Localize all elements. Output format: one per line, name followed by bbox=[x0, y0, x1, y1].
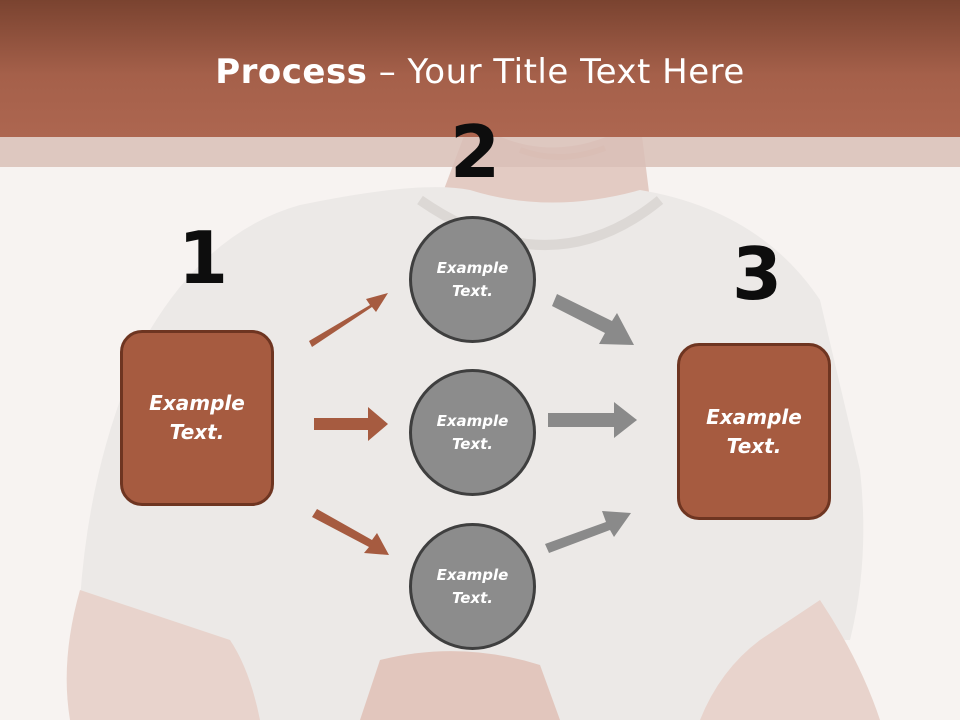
title-bar bbox=[0, 0, 960, 137]
circle-middle-line2: Text. bbox=[451, 434, 493, 453]
title-strip bbox=[0, 137, 960, 167]
circle-bottom: Example Text. bbox=[409, 523, 536, 650]
title-bold: Process bbox=[215, 52, 368, 92]
circle-top-line2: Text. bbox=[451, 281, 493, 300]
right-box-line2: Text. bbox=[726, 433, 782, 458]
step-number-2: 2 bbox=[450, 110, 501, 194]
right-box-line1: Example bbox=[706, 404, 802, 429]
step-number-3: 3 bbox=[732, 232, 783, 316]
circle-top-line1: Example bbox=[436, 258, 509, 277]
circle-middle-line1: Example bbox=[436, 411, 509, 430]
left-box: Example Text. bbox=[120, 330, 274, 506]
left-box-line2: Text. bbox=[169, 420, 225, 444]
circle-bottom-line1: Example bbox=[436, 565, 509, 584]
title-rest: – Your Title Text Here bbox=[367, 52, 745, 92]
step-number-1: 1 bbox=[178, 216, 229, 300]
left-box-line1: Example bbox=[149, 391, 245, 415]
circle-middle: Example Text. bbox=[409, 369, 536, 496]
slide-title: Process – Your Title Text Here bbox=[0, 52, 960, 92]
right-box: Example Text. bbox=[677, 343, 831, 520]
circle-top: Example Text. bbox=[409, 216, 536, 343]
circle-bottom-line2: Text. bbox=[451, 588, 493, 607]
